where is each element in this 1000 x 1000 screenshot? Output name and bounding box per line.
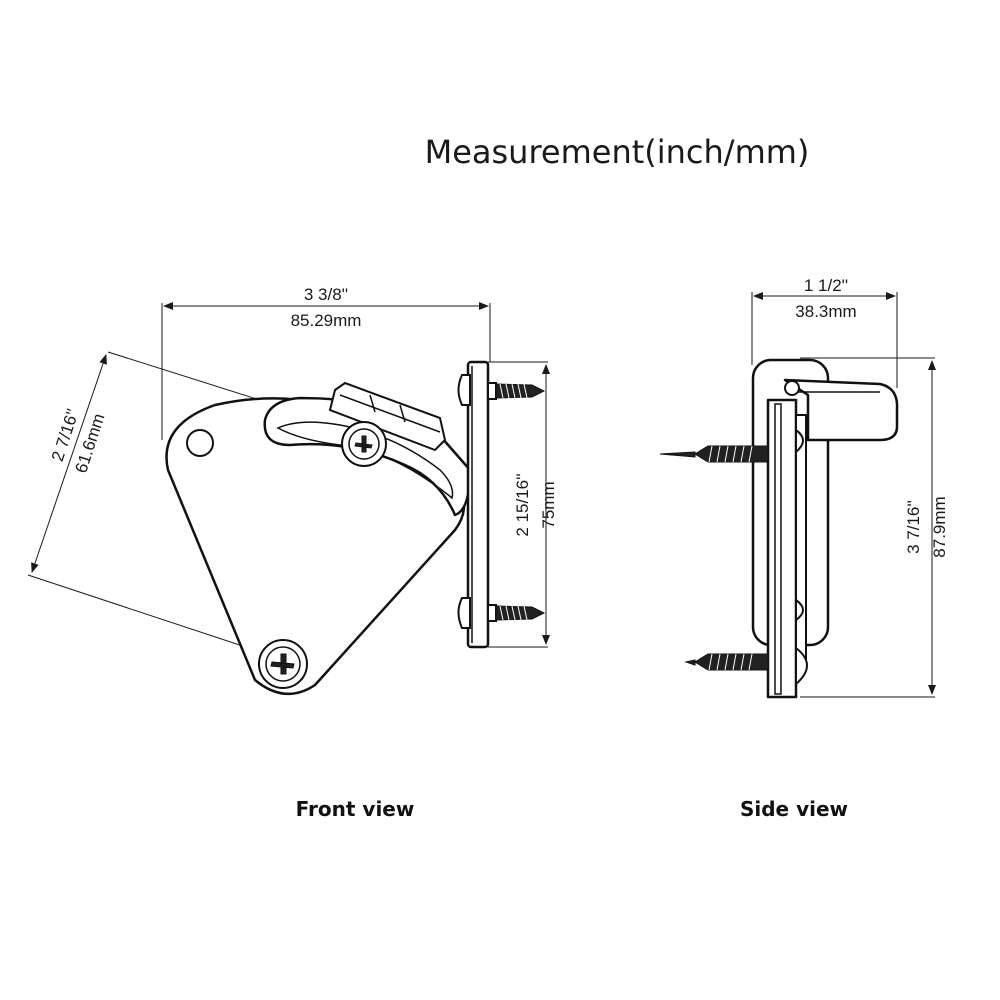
side-height-inch-label: 3 7/16'': [904, 500, 923, 554]
front-view-caption: Front view: [296, 797, 415, 821]
side-top-screw-icon: [659, 445, 769, 463]
side-width-mm-label: 38.3mm: [795, 302, 856, 321]
side-bottom-screw-icon: [684, 653, 769, 671]
front-width-mm-label: 85.29mm: [291, 311, 362, 330]
latch-triangle-body: [165, 397, 466, 696]
side-view-caption: Side view: [740, 797, 848, 821]
front-diagonal-dimension-line: [31, 354, 107, 573]
side-width-inch-label: 1 1/2'': [804, 276, 848, 295]
side-hook-head: [783, 378, 899, 442]
top-bolt-icon: [457, 374, 546, 406]
front-plate-height-mm-label: 75mm: [539, 481, 558, 528]
side-view-drawing: [659, 292, 936, 699]
diagram-title: Measurement(inch/mm): [425, 133, 810, 171]
mounting-hole: [186, 429, 214, 457]
mounting-plate: [466, 360, 490, 649]
front-plate-height-inch-label: 2 15/16'': [513, 473, 532, 536]
front-width-inch-label: 3 3/8'': [304, 285, 348, 304]
pivot-screw-icon: [258, 639, 308, 689]
arm-screw-icon: [341, 421, 387, 467]
bottom-bolt-icon: [457, 597, 546, 629]
side-door-plate: [766, 398, 798, 699]
hinge-block: [328, 381, 447, 452]
side-height-mm-label: 87.9mm: [930, 496, 949, 557]
front-view-drawing: [27, 302, 550, 696]
